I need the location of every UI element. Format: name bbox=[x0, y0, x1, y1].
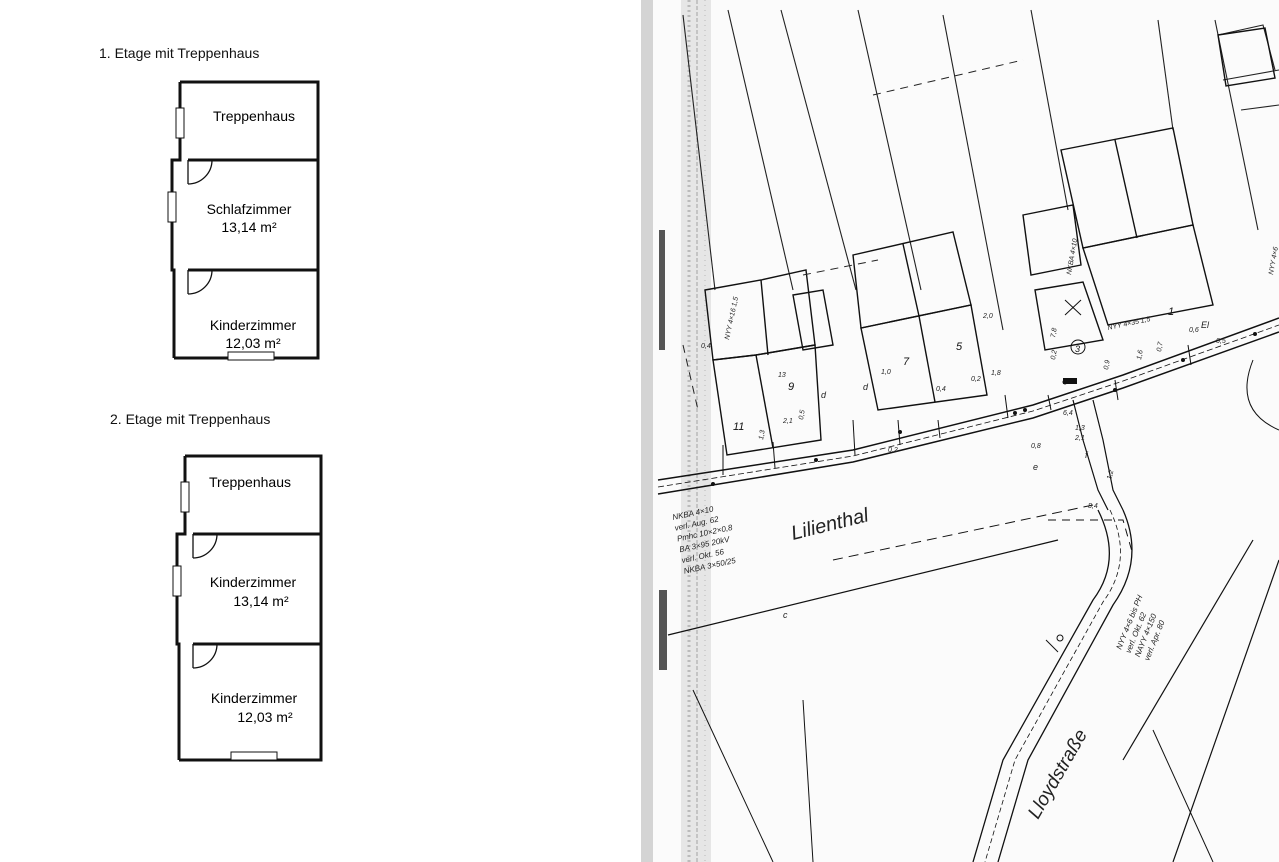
measurement: 1,0 bbox=[881, 369, 891, 376]
cable-note-right: NYY 4×6 bis PH verl. Okt. 62 NAYY 4×150 … bbox=[1115, 594, 1167, 662]
measurement: 13 bbox=[778, 372, 786, 379]
measurement: 2,0 bbox=[982, 313, 993, 320]
measurement: 0,4 bbox=[936, 386, 946, 393]
letter-labels: d d e f El c bbox=[783, 320, 1210, 620]
dimension-ticks bbox=[722, 344, 1192, 475]
scan-noise-strip bbox=[659, 0, 711, 862]
parcel-number: 7 bbox=[903, 356, 910, 368]
window bbox=[227, 351, 275, 361]
parcel-boundaries bbox=[682, 9, 1279, 331]
parcel-number-labels: 11 9 7 5 3 1 bbox=[733, 306, 1174, 433]
measurement-points bbox=[711, 332, 1257, 486]
floor-plan-page: 1. Etage mit Treppenhaus Treppenhaus Sch… bbox=[99, 45, 323, 762]
cable-label: NYY 4×16 1,5 bbox=[724, 296, 740, 340]
measurement: 0,2 bbox=[971, 376, 981, 383]
measurement: 7,8 bbox=[1050, 327, 1059, 338]
measurement: 0,4 bbox=[701, 343, 711, 350]
measurement: 1,3 bbox=[758, 429, 767, 440]
measurement: 1,2 bbox=[1106, 469, 1115, 480]
letter-label: El bbox=[1201, 320, 1210, 330]
room-area: 13,14 m² bbox=[233, 593, 289, 609]
room-name: Kinderzimmer bbox=[211, 690, 298, 706]
floor-1-plan: Treppenhaus Schlafzimmer 13,14 m² Kinder… bbox=[167, 80, 320, 361]
window bbox=[167, 191, 177, 223]
cable-label: NYY 4×35 1,5 bbox=[1107, 316, 1151, 332]
cable-label: NKBA 4×10 bbox=[1066, 238, 1079, 275]
parcel-number: 11 bbox=[733, 421, 744, 433]
letter-label: c bbox=[783, 610, 788, 620]
window bbox=[175, 107, 185, 139]
room-name: Kinderzimmer bbox=[210, 574, 297, 590]
room-area: 13,14 m² bbox=[221, 219, 277, 235]
dashed-lines bbox=[682, 59, 1024, 411]
parcel-number: 5 bbox=[956, 341, 963, 353]
measurement: 2,1 bbox=[1074, 435, 1085, 442]
parcel-number: 9 bbox=[788, 381, 794, 393]
letter-label: d bbox=[821, 390, 827, 400]
measurement: 0,2 bbox=[1050, 349, 1059, 360]
window bbox=[180, 481, 190, 513]
floor-2-title: 2. Etage mit Treppenhaus bbox=[110, 411, 271, 427]
room-name: Treppenhaus bbox=[209, 474, 291, 490]
room-area: 12,03 m² bbox=[237, 709, 293, 725]
measurement-labels: 0,4 1,3 0,5 2,1 13 1,0 0,4 0,2 1,8 2,0 7… bbox=[701, 313, 1226, 510]
measurement: 0,2 bbox=[888, 447, 898, 454]
buildings bbox=[704, 27, 1276, 456]
measurement: 0,6 bbox=[1189, 327, 1199, 334]
letter-label: e bbox=[1033, 462, 1038, 472]
floor-2-plan: Treppenhaus Kinderzimmer 13,14 m² Kinder… bbox=[172, 454, 323, 762]
street-name: Lilienthal bbox=[789, 504, 871, 545]
measurement: 6,4 bbox=[1063, 410, 1073, 417]
parcel-number: 1 bbox=[1168, 306, 1174, 318]
floor-1-title: 1. Etage mit Treppenhaus bbox=[99, 45, 260, 61]
measurement: 0,9 bbox=[1103, 359, 1112, 370]
markers bbox=[1045, 299, 1086, 653]
measurement: 1,8 bbox=[991, 370, 1001, 377]
measurement: 0,8 bbox=[1031, 443, 1041, 450]
page-divider bbox=[641, 0, 653, 862]
measurement: 2,1 bbox=[782, 418, 793, 425]
measurement: 0,7 bbox=[1156, 340, 1165, 352]
measurement: 0,5 bbox=[1216, 338, 1226, 345]
cable-label: NYY 4×6 bbox=[1268, 246, 1279, 275]
site-plan-page: 11 9 7 5 3 1 Lilienthal Lloydstraße NKBA… bbox=[653, 0, 1279, 862]
room-name: Schlafzimmer bbox=[207, 201, 292, 217]
letter-label: d bbox=[863, 382, 869, 392]
cable-note-left: NKBA 4×10 verl. Aug. 62 Pmhc 10×2×0,8 BA… bbox=[672, 504, 738, 575]
measurement: 8,4 bbox=[1088, 503, 1098, 510]
street-lines bbox=[657, 317, 1279, 862]
letter-label: f bbox=[1085, 450, 1089, 460]
parcel-number: 3 bbox=[1075, 344, 1080, 354]
room-name: Treppenhaus bbox=[213, 108, 295, 124]
room-name: Kinderzimmer bbox=[210, 317, 297, 333]
measurement: 1,6 bbox=[1136, 349, 1145, 360]
site-plan: 11 9 7 5 3 1 Lilienthal Lloydstraße NKBA… bbox=[657, 0, 1279, 862]
street-name: Lloydstraße bbox=[1024, 726, 1092, 822]
window bbox=[172, 565, 182, 597]
measurement: 1,3 bbox=[1075, 425, 1085, 432]
window bbox=[230, 751, 278, 761]
measurement: 0,5 bbox=[798, 409, 807, 420]
room-area: 12,03 m² bbox=[225, 335, 281, 351]
